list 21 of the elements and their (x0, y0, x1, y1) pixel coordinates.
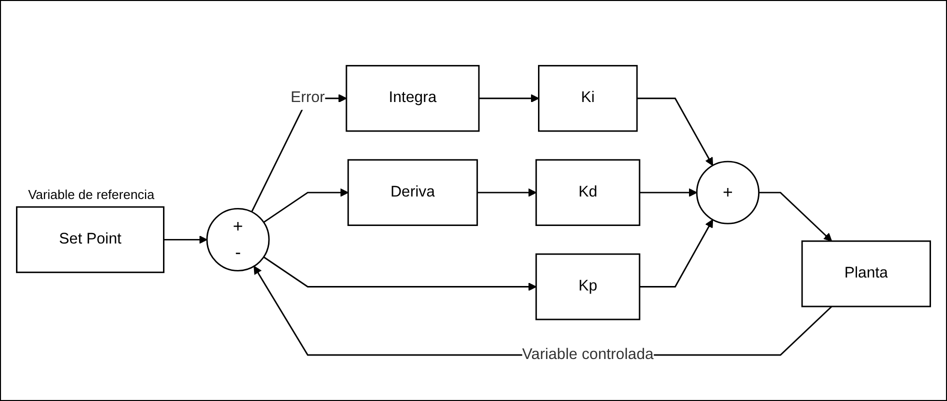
node-box: Kd (535, 160, 640, 226)
node-circle: + - (206, 208, 270, 272)
node-caption: Variable de referencia (27, 187, 156, 202)
node-box: Planta (801, 240, 931, 308)
edge-label: Error (290, 90, 325, 106)
arrow (478, 94, 540, 103)
node-box: Set Point (16, 206, 164, 274)
arrow (640, 188, 698, 198)
arrow (263, 256, 537, 292)
node-box: Deriva (347, 160, 478, 226)
node-circle: + (696, 161, 760, 225)
node-box: Kp (535, 254, 640, 321)
arrow (164, 236, 208, 244)
arrow (637, 98, 714, 166)
arrow (477, 188, 537, 198)
arrow (640, 220, 714, 288)
node-box: Integra (346, 65, 480, 132)
arrow (263, 188, 349, 224)
node-box: Ki (538, 65, 638, 132)
arrow (758, 192, 832, 242)
edge-label: Variable controlada (522, 346, 654, 364)
